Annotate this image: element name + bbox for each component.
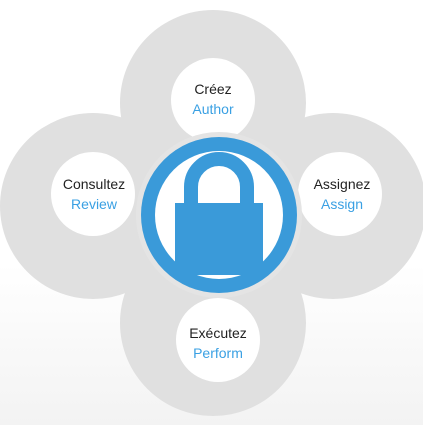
disc-review bbox=[51, 152, 135, 236]
step-author-english: Author bbox=[192, 101, 234, 117]
step-assign: Assignez Assign bbox=[292, 174, 392, 214]
step-author-french: Créez bbox=[194, 81, 232, 97]
step-perform-french: Exécutez bbox=[189, 325, 247, 341]
disc-author bbox=[171, 58, 255, 142]
step-perform-english: Perform bbox=[193, 345, 243, 361]
step-author: Créez Author bbox=[163, 79, 263, 119]
step-assign-french: Assignez bbox=[313, 176, 371, 192]
step-review-french: Consultez bbox=[62, 176, 126, 192]
disc-perform bbox=[176, 298, 260, 382]
step-perform: Exécutez Perform bbox=[168, 323, 268, 363]
disc-assign bbox=[298, 152, 382, 236]
step-review-english: Review bbox=[71, 196, 117, 212]
step-review: Consultez Review bbox=[44, 174, 144, 214]
padlock-icon bbox=[136, 132, 302, 298]
step-assign-english: Assign bbox=[320, 196, 364, 212]
